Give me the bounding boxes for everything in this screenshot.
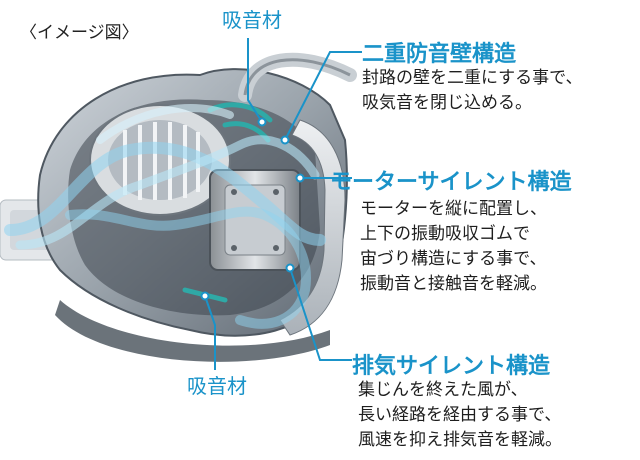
absorber-label-bottom: 吸音材	[187, 374, 247, 398]
outer-shell-right	[279, 119, 346, 336]
description-line: 上下の振動吸収ゴムで	[360, 224, 530, 244]
cleaner-base	[55, 300, 330, 362]
leader-lines	[200, 38, 362, 370]
description-line: モーターを縦に配置し、	[360, 199, 547, 219]
motor-silent-title: モーターサイレント構造	[330, 170, 572, 195]
double-wall-description: 封路の壁を二重にする事で、 吸気音を閉じ込める。	[362, 66, 583, 116]
description-line: 宙づり構造にする事で、	[360, 249, 547, 269]
airflow-stream	[4, 104, 326, 329]
description-line: 封路の壁を二重にする事で、	[362, 68, 583, 88]
exhaust-silent-description: 集じんを終えた風が、 長い経路を経由する事で、 風速を抑え排気音を軽減。	[358, 378, 562, 453]
description-line: 風速を抑え排気音を軽減。	[358, 430, 562, 450]
description-line: 集じんを終えた風が、	[358, 380, 528, 400]
motor-silent-description: モーターを縦に配置し、 上下の振動吸収ゴムで 宙づり構造にする事で、 振動音と接…	[360, 197, 547, 297]
figure-caption: 〈イメージ図〉	[20, 23, 139, 43]
double-wall-title: 二重防音壁構造	[362, 42, 517, 67]
description-line: 長い経路を経由する事で、	[358, 405, 562, 425]
description-line: 振動音と接触音を軽減。	[360, 274, 547, 294]
description-line: 吸気音を閉じ込める。	[362, 93, 532, 113]
exhaust-silent-title: 排気サイレント構造	[352, 354, 551, 379]
absorber-label-top: 吸音材	[222, 8, 282, 32]
